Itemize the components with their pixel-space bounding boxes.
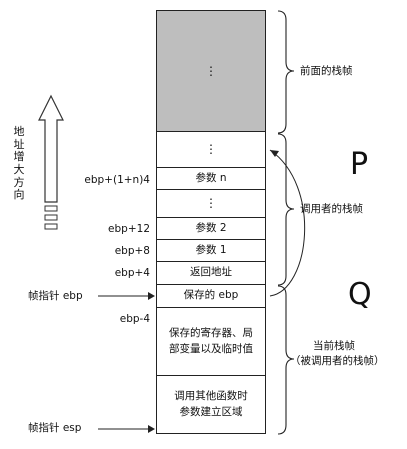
offset-ebp-minus-4: ebp-4	[119, 313, 150, 325]
stack-cell-saved-ebp: 保存的 ebp	[156, 285, 266, 308]
brace-current-frame	[277, 285, 295, 435]
offset-ebp-1n-4: ebp+(1+n)4	[84, 174, 150, 186]
stack-cell-param-n: 参数 n	[156, 168, 266, 190]
stack-pointer-arrow	[98, 425, 155, 433]
previous-frame-block: ⋮	[156, 11, 266, 132]
current-frame-label-line2: （被调用者的栈帧）	[290, 355, 385, 367]
offset-ebp-12: ebp+12	[108, 223, 150, 235]
saved-ebp-link-arrowhead	[270, 150, 279, 157]
stack-column	[156, 10, 266, 11]
brace-caller-frame	[277, 133, 295, 286]
stack-cell-saved-registers: 保存的寄存器、局 部变量以及临时值	[156, 308, 266, 376]
brace-layer	[269, 10, 306, 435]
caller-frame-label: 调用者的栈帧	[300, 203, 363, 215]
stack-cell-dots-mid: ⋮	[156, 190, 266, 218]
stack-cell-return-address: 返回地址	[156, 262, 266, 285]
address-direction-label: 地址增大方向	[13, 125, 25, 202]
frame-pointer-arrow	[98, 292, 155, 300]
frame-pointer-label: 帧指针 ebp	[28, 290, 83, 302]
stack-pointer-label: 帧指针 esp	[28, 422, 82, 434]
previous-frame-label: 前面的栈帧	[300, 65, 353, 77]
annotation-q: Q	[348, 277, 372, 312]
offset-ebp-8: ebp+8	[114, 245, 150, 257]
current-frame-label-line1: 当前栈帧	[313, 340, 355, 352]
annotation-p: P	[350, 147, 369, 182]
stack-cell-param-2: 参数 2	[156, 218, 266, 240]
vertical-ellipsis: ⋮	[205, 63, 217, 78]
saved-ebp-link-arrow	[269, 149, 306, 297]
stack-cell-args-build-area: 调用其他函数时 参数建立区域	[156, 376, 266, 434]
stack-cell-param-1: 参数 1	[156, 240, 266, 262]
address-increase-arrow	[38, 94, 64, 230]
brace-previous-frame	[277, 10, 295, 134]
stack-cell-dots-top: ⋮	[156, 132, 266, 168]
offset-ebp-4: ebp+4	[114, 267, 150, 279]
